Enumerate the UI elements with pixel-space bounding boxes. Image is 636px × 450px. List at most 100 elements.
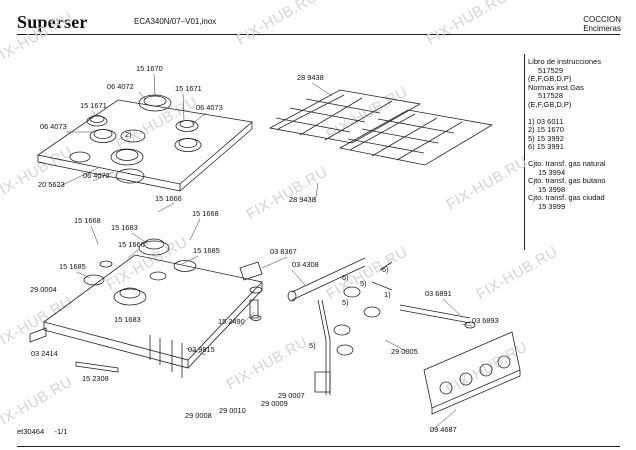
part-number-label: 5): [309, 341, 316, 350]
part-number-label: 15 1666: [155, 194, 182, 203]
part-number-label: 20 5623: [38, 180, 65, 189]
part-number-label: 15 1671: [175, 84, 202, 93]
leader-line: [189, 218, 201, 241]
part-number-label: 6): [382, 265, 389, 274]
leader-line: [157, 202, 175, 213]
leader-line: [185, 347, 207, 356]
leader-line: [191, 112, 207, 125]
part-number-label: 2): [125, 130, 132, 139]
leader-line: [127, 249, 139, 259]
legend-divider: [524, 54, 525, 250]
legend-line: 2) 15 1670: [528, 125, 564, 135]
legend-line: 6) 15 3991: [528, 142, 564, 152]
part-number-label: 03 8367: [270, 247, 297, 256]
leader-line: [91, 110, 97, 117]
watermark-text: FIX-HUB.RU: [444, 338, 531, 398]
legend-line: Cjto. transf. gas ciudad: [528, 193, 605, 203]
footer-rule: [17, 446, 620, 447]
part-number-label: 15 1670: [136, 64, 163, 73]
watermark-text: FIX-HUB.RU: [474, 243, 561, 303]
part-number-label: 09 4687: [430, 425, 457, 434]
brand-logo: Superser: [17, 12, 88, 32]
leader-line: [131, 232, 149, 245]
category-label: COCCION: [583, 15, 621, 24]
part-number-label: 1): [384, 290, 391, 299]
leader-line: [181, 255, 199, 265]
leader-line: [153, 73, 156, 97]
part-number-label: 29 0009: [261, 399, 288, 408]
legend-line: 15 3994: [538, 167, 566, 177]
leader-line: [311, 82, 333, 97]
leader-line: [182, 93, 185, 121]
leader-line: [461, 323, 473, 327]
watermark-text: FIX-HUB.RU: [234, 0, 321, 48]
part-number-label: 15 1683: [114, 315, 141, 324]
part-number-label: 15 2308: [82, 374, 109, 383]
part-number-label: 06 4072: [83, 171, 110, 180]
leader-line: [239, 311, 255, 328]
legend-line: 517528: [538, 91, 564, 101]
watermark-text: FIX-HUB.RU: [424, 0, 511, 48]
part-number-label: 03 6891: [425, 289, 452, 298]
legend-line: Cjto. transf. gas natural: [528, 158, 606, 168]
leader-line: [442, 298, 461, 316]
part-number-label: 06 4073: [196, 103, 223, 112]
legend-line: Cjto. transf. gas butano: [528, 176, 606, 186]
leader-line: [138, 91, 147, 101]
part-number-label: 15 1668: [192, 209, 219, 218]
leader-line: [76, 271, 91, 279]
watermark-text: FIX-HUB.RU: [244, 163, 331, 223]
part-number-label: 29 0007: [278, 391, 305, 400]
header-rule: [17, 34, 620, 35]
watermark-text: FIX-HUB.RU: [114, 93, 201, 153]
hob-top-assembly: [36, 94, 253, 192]
legend-line: (E,F,GB,D,P): [528, 99, 572, 109]
gas-rail-assembly: [287, 257, 476, 395]
part-number-label: 29 0004: [30, 285, 57, 294]
legend-line: 5) 15 3992: [528, 133, 564, 143]
part-number-label: 15 1683: [111, 223, 138, 232]
leader-line: [92, 171, 114, 182]
part-number-label: 03 4308: [292, 260, 319, 269]
part-number-label: 29 0005: [391, 347, 418, 356]
leader-line: [57, 167, 99, 188]
watermark-text: FIX-HUB.RU: [444, 153, 531, 213]
page-number: -1/1: [54, 427, 68, 436]
leader-line: [384, 339, 409, 353]
footer: et30464 -1/1: [17, 427, 67, 436]
part-number-label: 15 1685: [193, 246, 220, 255]
subcategory-label: Encimeras: [583, 24, 621, 33]
part-number-label: 03 2414: [31, 349, 58, 358]
hob-base-assembly: [29, 238, 263, 378]
leader-line: [429, 409, 457, 433]
part-number-label: 15 1671: [80, 101, 107, 110]
control-panel-fascia: [423, 331, 521, 415]
part-number-label: 28 9438: [289, 195, 316, 204]
part-number-label: 06 4072: [107, 82, 134, 91]
leader-line: [261, 256, 288, 269]
part-number-label: 03 9815: [188, 345, 215, 354]
part-number-label: 5): [360, 279, 367, 288]
legend-line: 1) 03 6011: [528, 116, 564, 126]
legend-line: 517529: [538, 65, 564, 75]
leader-line: [314, 182, 319, 204]
watermark-text: FIX-HUB.RU: [0, 143, 76, 203]
legend-line: (E,F,GB,D,P): [528, 74, 572, 84]
part-number-label: 6): [342, 273, 349, 282]
legend-line: 15 3999: [538, 201, 566, 211]
leader-line: [90, 225, 99, 245]
model-number: ECA340N/07–V01,inox: [134, 17, 217, 26]
part-number-label: 15 2490: [218, 317, 245, 326]
legend-line: Normas inst.Gas: [528, 82, 584, 92]
document-code: et30464: [17, 427, 45, 436]
leader-lines-layer: [57, 73, 473, 433]
watermark-text: FIX-HUB.RU: [104, 233, 191, 293]
watermark-text: FIX-HUB.RU: [0, 8, 76, 68]
part-number-label: 15 1685: [59, 262, 86, 271]
watermark-text: FIX-HUB.RU: [0, 293, 76, 353]
pan-supports: [268, 89, 494, 166]
part-number-label: 15 1668: [74, 216, 101, 225]
